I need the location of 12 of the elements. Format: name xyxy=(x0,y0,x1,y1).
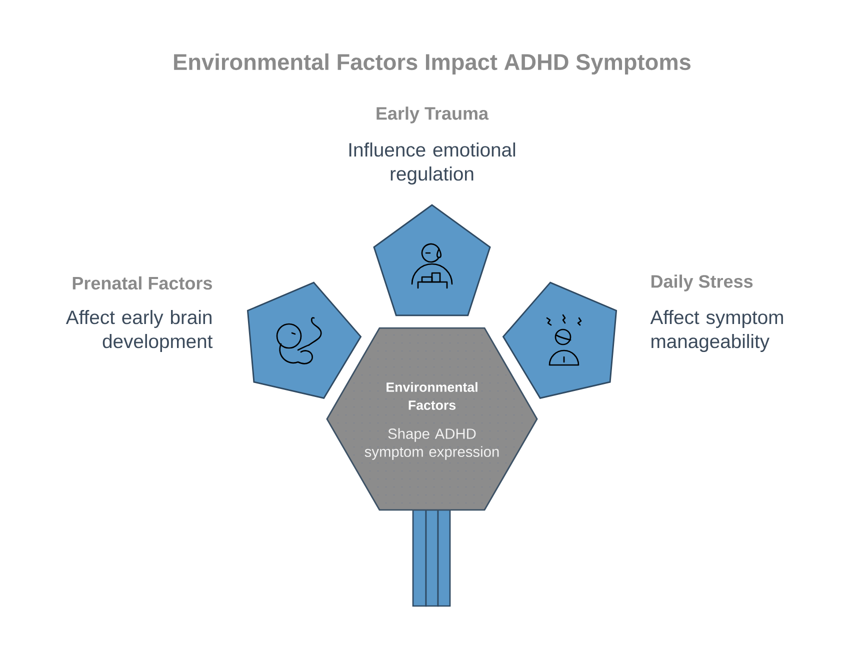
node-heading: Environmental Factors xyxy=(386,382,478,410)
node-text: Shape ADHD symptom expression xyxy=(364,428,499,460)
description: Affect early brain development xyxy=(66,310,213,352)
pentagon xyxy=(502,282,618,399)
pentagon xyxy=(373,204,491,316)
hexagon xyxy=(326,327,538,511)
heading: Daily Stress xyxy=(651,274,753,292)
description: Influence emotional regulation xyxy=(349,142,516,184)
description: Affect symptom manageability xyxy=(650,310,783,352)
heading: Early Trauma xyxy=(376,106,489,124)
heading: Prenatal Factors xyxy=(72,276,212,290)
title: Environmental Factors Impact ADHD Symptoms xyxy=(174,53,690,75)
